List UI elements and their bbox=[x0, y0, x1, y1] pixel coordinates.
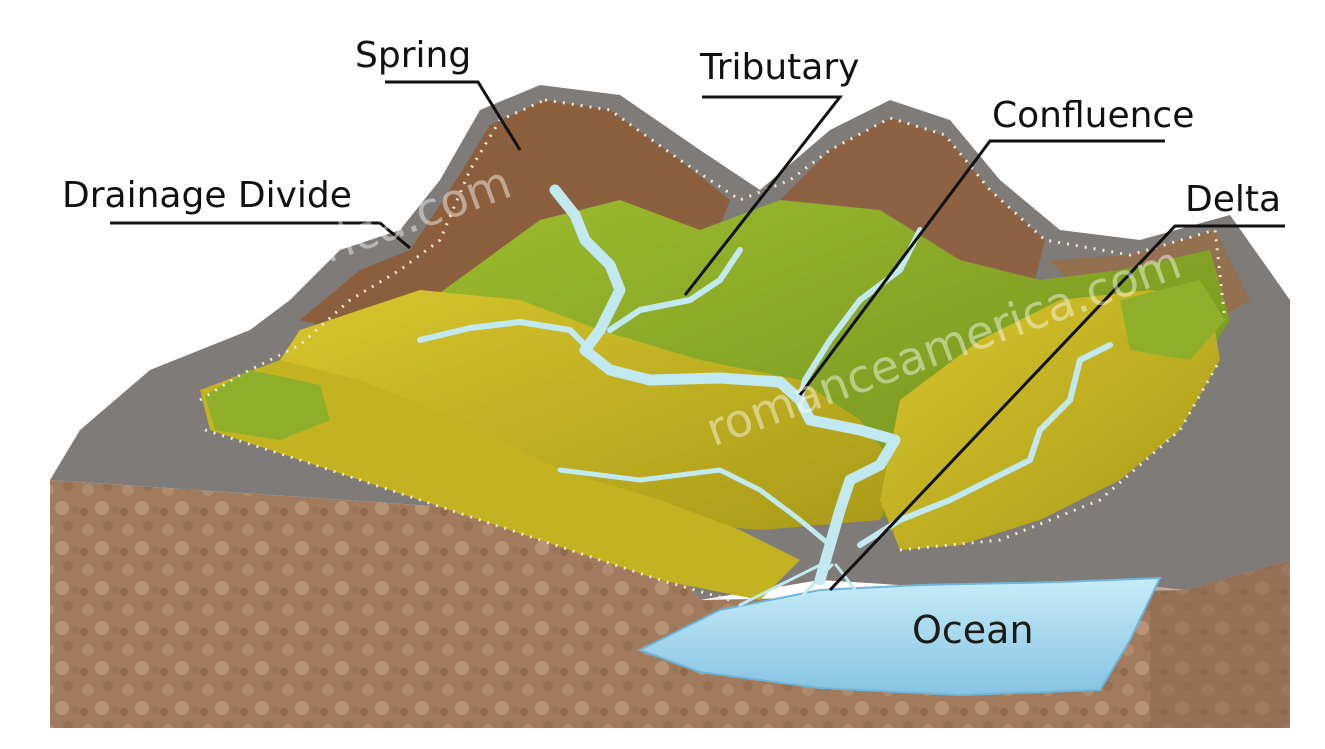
drainage-divide-label: Drainage Divide bbox=[62, 178, 352, 214]
delta-label: Delta bbox=[1185, 182, 1281, 218]
confluence-label: Confluence bbox=[992, 98, 1194, 134]
ocean-label: Ocean bbox=[912, 611, 1034, 649]
tributary-label: Tributary bbox=[700, 50, 859, 86]
spring-label: Spring bbox=[355, 38, 471, 74]
